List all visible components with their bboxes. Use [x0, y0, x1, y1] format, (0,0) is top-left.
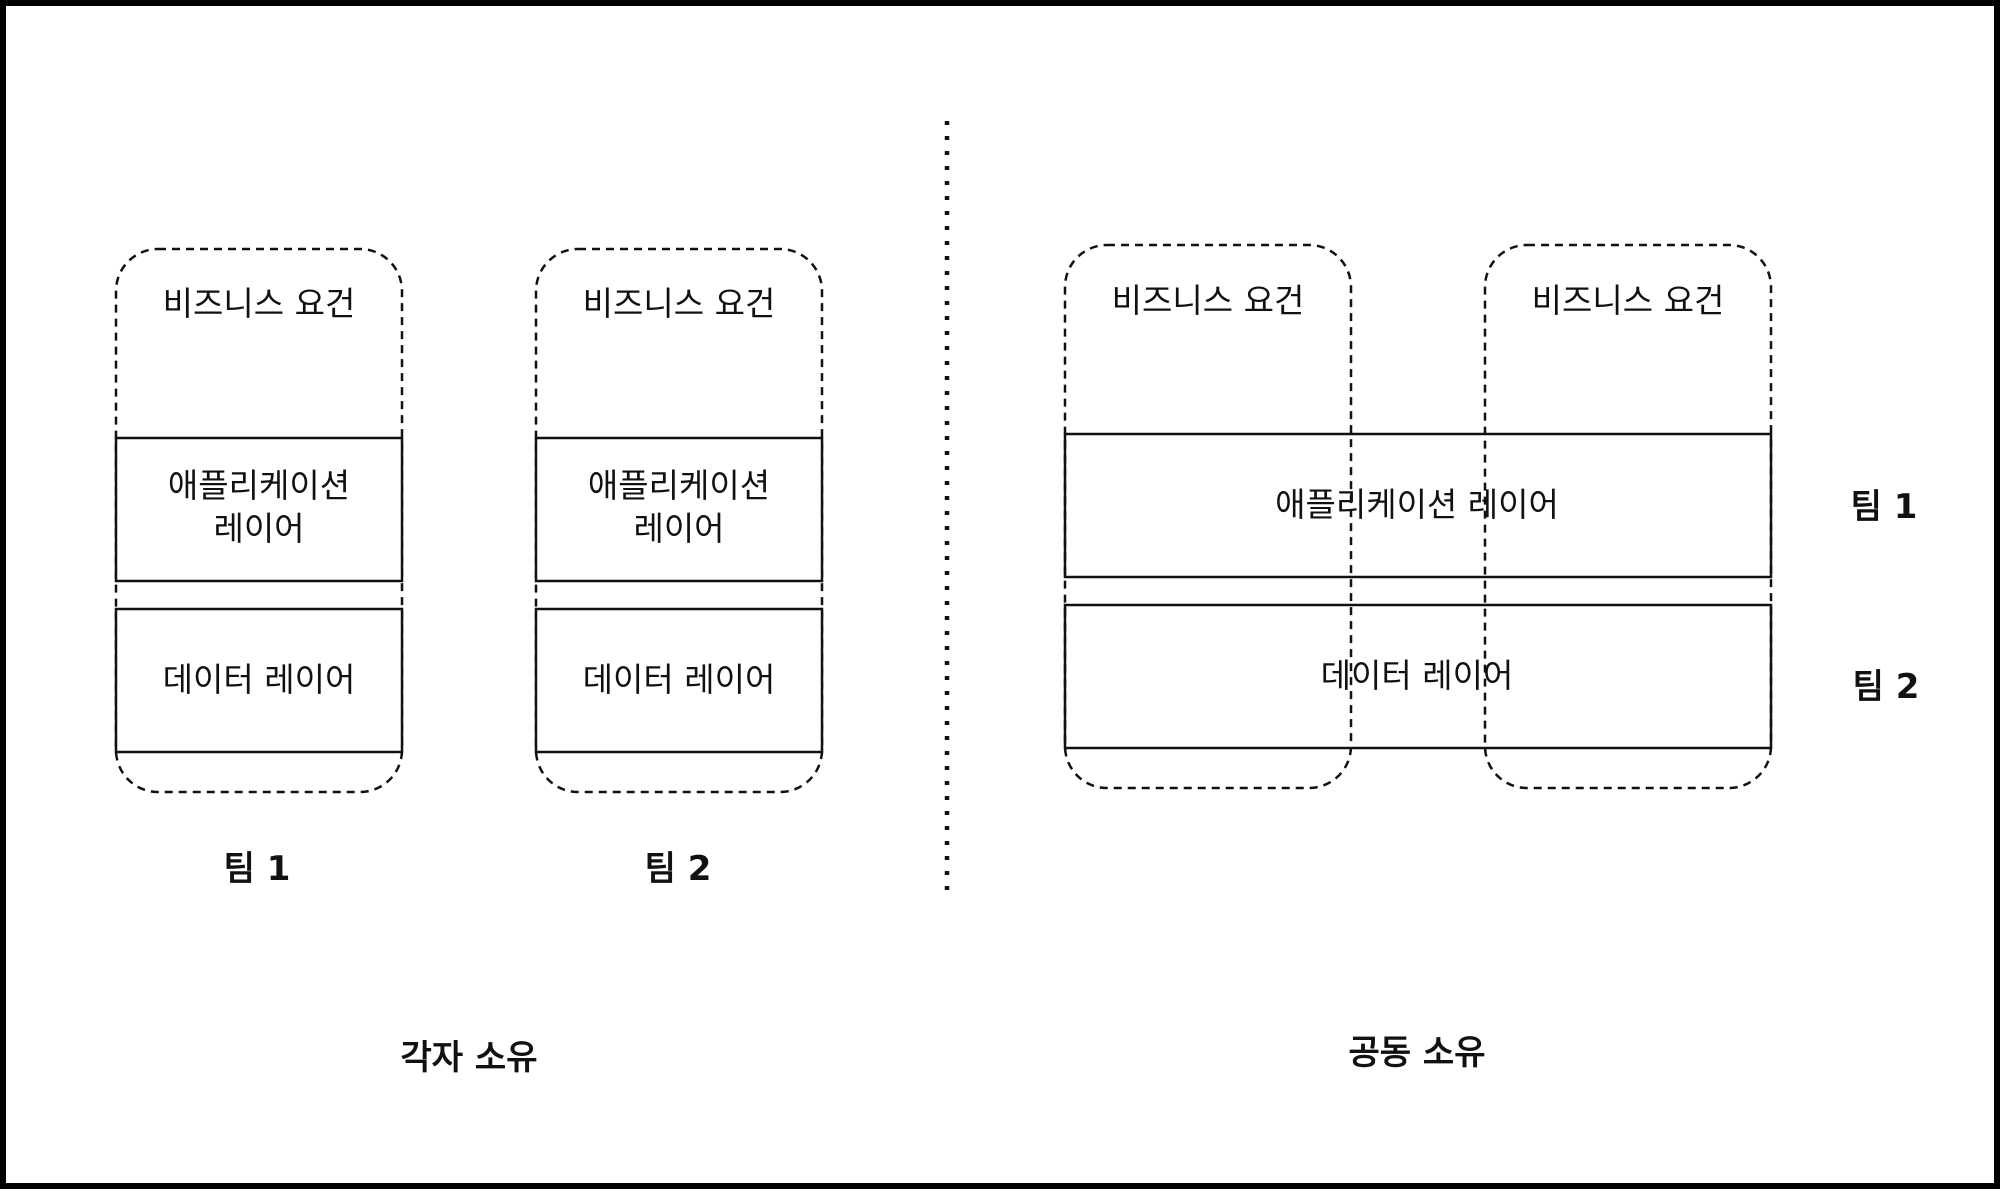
team2-application-layer-line1: 애플리케이션 — [588, 466, 770, 505]
shared-data-layer-box — [1063, 603, 1773, 750]
team1-application-layer-line1: 애플리케이션 — [168, 466, 350, 505]
team2-business-requirements: 비즈니스 요건 — [583, 284, 776, 323]
team1-column: 비즈니스 요건 애플리케이션 레이어 데이터 레이어 팀 1 — [114, 247, 404, 889]
shared-team2-label: 팀 2 — [1853, 667, 1920, 707]
team1-data-layer-label: 데이터 레이어 — [163, 660, 356, 699]
team1-business-requirements: 비즈니스 요건 — [163, 284, 356, 323]
shared-application-layer-box — [1063, 432, 1773, 579]
team2-column: 비즈니스 요건 애플리케이션 레이어 데이터 레이어 팀 2 — [534, 247, 824, 889]
shared-ownership-group: 비즈니스 요건 비즈니스 요건 애플리케이션 레이어 데이터 레이어 팀 1 팀… — [1063, 243, 1920, 1073]
shared-application-layer-label: 애플리케이션 레이어 — [1275, 485, 1559, 524]
team2-data-layer-box — [534, 607, 824, 754]
team1-label: 팀 1 — [224, 849, 291, 889]
separate-ownership-group: 비즈니스 요건 애플리케이션 레이어 데이터 레이어 팀 1 비즈니스 요건 애… — [114, 247, 824, 1078]
shared-data-layer-label: 데이터 레이어 — [1321, 656, 1514, 695]
shared-business-requirements-right: 비즈니스 요건 — [1532, 281, 1725, 320]
shared-ownership-caption: 공동 소유 — [1349, 1033, 1486, 1073]
team1-application-layer-box — [114, 436, 404, 583]
shared-left-dashed-boundary — [1063, 243, 1353, 790]
shared-business-requirements-left: 비즈니스 요건 — [1112, 281, 1305, 320]
team1-application-layer-line2: 레이어 — [213, 509, 304, 548]
shared-right-dashed-boundary — [1483, 243, 1773, 790]
separate-ownership-caption: 각자 소유 — [401, 1038, 538, 1078]
team1-data-layer-box — [114, 607, 404, 754]
shared-team1-label: 팀 1 — [1851, 487, 1918, 527]
team2-application-layer-box — [534, 436, 824, 583]
team2-label: 팀 2 — [645, 849, 712, 889]
ownership-diagram: 비즈니스 요건 애플리케이션 레이어 데이터 레이어 팀 1 비즈니스 요건 애… — [114, 121, 1920, 1078]
team2-application-layer-line2: 레이어 — [633, 509, 724, 548]
team2-data-layer-label: 데이터 레이어 — [583, 660, 776, 699]
